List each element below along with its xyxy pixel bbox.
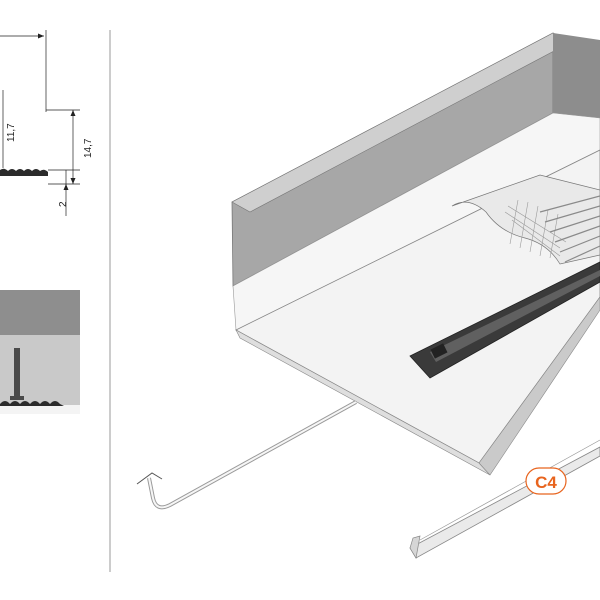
section-adhesive [0,401,64,406]
section-drawing [0,290,80,414]
drain-channel-inner [430,270,600,362]
base-thickness-arrow [63,184,69,190]
total-height-arrow-top [70,110,76,116]
floor-right-side [478,296,600,476]
isometric-assembly [136,32,600,559]
c4-profile-edge [419,439,600,541]
section-bottom-layer [0,335,80,405]
total-height-arrow-bottom [70,178,76,184]
membrane-cutaway [451,174,600,265]
drain-pipe-hook [136,472,163,485]
width-arrow-head [38,33,44,39]
total-height-label: 14,7 [83,138,94,158]
wall-right-side [553,33,600,122]
drain-pipe [147,400,357,510]
c4-badge-label: C4 [535,473,557,492]
drain-outlet [430,343,448,359]
inner-height-label: 11,7 [6,123,17,142]
mesh-grid [504,199,567,259]
c4-badge: C4 [525,467,567,495]
drain-pipe-highlight [148,401,357,509]
base-profile [0,168,48,176]
c4-profile [409,446,600,559]
insulation-strip [232,112,600,331]
section-t-profile [10,348,24,400]
section-top-layer [0,290,80,335]
tile-grooves [539,195,600,263]
section-base [0,405,80,414]
base-thickness-label: 2 [58,201,69,207]
c4-badge-frame [525,467,567,495]
dimension-drawing: 11,7 14,7 2 [0,30,94,216]
c4-profile-flange [409,535,421,559]
